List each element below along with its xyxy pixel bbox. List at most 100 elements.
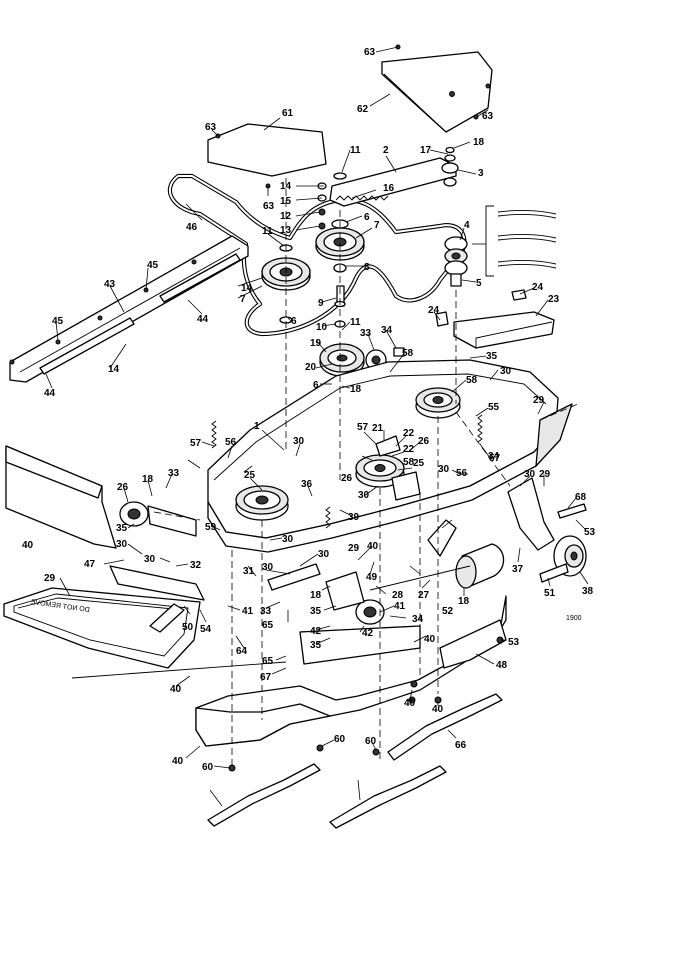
callout-label: 41 (394, 601, 406, 612)
callout-label: 30 (293, 436, 305, 447)
callout-label: 68 (575, 492, 587, 503)
gauge-wheel-assembly (507, 477, 587, 583)
callout-label: 30 (116, 539, 128, 550)
callout-label: 15 (280, 196, 292, 207)
callout-label: 66 (455, 740, 467, 751)
callout-label: 30 (438, 464, 450, 475)
front-roller (455, 543, 505, 589)
callout-label: 57 (357, 422, 369, 433)
callout-label: 39 (348, 512, 360, 523)
callout-leader-lines (45, 46, 589, 807)
callout-label: 26 (117, 482, 129, 493)
callout-label: 52 (442, 606, 454, 617)
belt-cross-section-detail (472, 205, 557, 277)
callout-label: 29 (539, 469, 551, 480)
side-discharge-chute (5, 445, 117, 549)
callout-label: 58 (466, 375, 478, 386)
callout-label: 32 (190, 560, 202, 571)
callout-label: 21 (372, 423, 384, 434)
deflector-rod (71, 661, 287, 679)
callout-label: 30 (358, 490, 370, 501)
callout-label: 53 (508, 637, 520, 648)
callout-label: 67 (260, 672, 272, 683)
callout-label: 45 (147, 260, 159, 271)
idler-spring (335, 195, 389, 201)
callout-label: 33 (260, 606, 272, 617)
callout-label: 14 (241, 283, 253, 294)
callout-label: 37 (512, 564, 524, 575)
deck-spindle-center (355, 454, 405, 488)
callout-label: 34 (412, 614, 424, 625)
callout-label: 24 (532, 282, 544, 293)
callout-label: 33 (360, 328, 372, 339)
callout-label: 63 (364, 47, 376, 58)
callout-label: 46 (186, 222, 198, 233)
callout-label: 11 (350, 317, 361, 328)
callout-label: 24 (428, 305, 440, 316)
callout-label: 40 (22, 540, 34, 551)
blade-center (329, 765, 447, 829)
callout-label: 57 (489, 453, 501, 464)
anti-scalp-roller-center (325, 571, 385, 625)
deck-drive-belt (167, 173, 467, 337)
anti-scalp-roller-left (119, 501, 197, 537)
callout-label: 48 (496, 660, 508, 671)
callout-label: 40 (404, 698, 416, 709)
callout-label: 5 (476, 278, 482, 289)
assembly-centerlines (153, 178, 579, 768)
callout-label: 22 (403, 428, 415, 439)
callout-labels: 63 62 63 61 63 63 18 17 2 3 11 14 16 15 … (22, 47, 596, 773)
callout-label: 49 (366, 572, 378, 583)
left-baffle (9, 235, 249, 383)
callout-label: 62 (357, 104, 369, 115)
idler-pulley-assembly (319, 343, 405, 389)
callout-label: 16 (383, 183, 395, 194)
callout-label: 26 (418, 436, 430, 447)
callout-label: 7 (240, 294, 246, 305)
callout-label: 60 (202, 762, 214, 773)
callout-label: 63 (263, 201, 275, 212)
callout-label: 30 (262, 562, 274, 573)
callout-label: 34 (381, 325, 393, 336)
callout-label: 30 (500, 366, 512, 377)
callout-label: 35 (310, 640, 322, 651)
callout-label: 29 (348, 543, 360, 554)
idler-bracket-center (375, 435, 421, 501)
callout-label: 28 (392, 590, 404, 601)
callout-label: 42 (310, 626, 322, 637)
callout-label: 19 (310, 338, 322, 349)
callout-label: 34 (488, 451, 500, 462)
right-pulley-exploded (444, 236, 468, 287)
callout-label: 40 (367, 541, 379, 552)
callout-label: 61 (282, 108, 294, 119)
callout-label: 30 (282, 534, 294, 545)
deck-springs (211, 414, 483, 529)
blade-bolts (228, 636, 504, 772)
callout-label: 8 (364, 262, 370, 273)
callout-label: 30 (318, 549, 330, 560)
callout-label: 44 (197, 314, 209, 325)
callout-label: 43 (104, 279, 116, 290)
callout-label: 47 (84, 559, 96, 570)
idler-arm (329, 146, 459, 207)
discharge-deflector: DO NOT REMOVE (3, 565, 205, 669)
callout-label: 20 (305, 362, 317, 373)
callout-label: 22 (403, 444, 415, 455)
callout-label: 29 (533, 395, 545, 406)
callout-label: 33 (168, 468, 180, 479)
callout-label: 60 (334, 734, 346, 745)
callout-label: 18 (310, 590, 322, 601)
callout-label: 35 (486, 351, 498, 362)
callout-label: 64 (236, 646, 248, 657)
callout-label: 31 (243, 566, 255, 577)
callout-label: 25 (413, 458, 425, 469)
callout-label: 40 (172, 756, 184, 767)
callout-label: 65 (262, 656, 274, 667)
callout-label: 44 (44, 388, 56, 399)
belt-cover-left (207, 123, 327, 189)
callout-label: 3 (478, 168, 484, 179)
callout-label: 53 (584, 527, 596, 538)
callout-label: 13 (280, 225, 292, 236)
callout-label: 58 (403, 457, 415, 468)
